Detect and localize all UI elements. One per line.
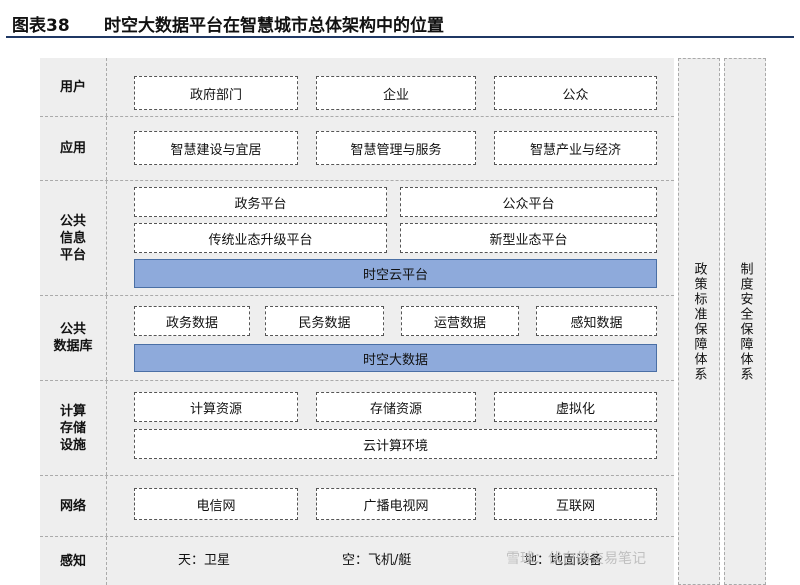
layer-compute-storage: 计算 存储 设施 计算资源 存储资源 虚拟化 云计算环境 [40,381,674,476]
box-government: 政府部门 [134,76,298,110]
layer-public-info-platform: 公共 信息 平台 政务平台 公众平台 传统业态升级平台 新型业态平台 时空云平台 [40,181,674,296]
layer-user: 用户 政府部门 企业 公众 [40,58,674,117]
box-sensing-data: 感知数据 [536,306,657,336]
header-rule [6,36,794,38]
layer-label-network: 网络 [40,476,107,536]
box-gov-platform: 政务平台 [134,187,387,217]
side-panel-policy-label: 政策标准保障体系 [691,261,707,382]
box-internet: 互联网 [494,488,657,520]
layer-label-compute: 计算 存储 设施 [40,381,107,475]
box-traditional-upgrade-platform: 传统业态升级平台 [134,223,387,253]
box-smart-construction: 智慧建设与宜居 [134,131,298,165]
side-panel-security-label: 制度安全保障体系 [737,261,753,382]
layer-network: 网络 电信网 广播电视网 互联网 [40,476,674,537]
bar-spatiotemporal-big-data: 时空大数据 [134,344,657,372]
box-smart-management: 智慧管理与服务 [316,131,476,165]
layer-label-platform: 公共 信息 平台 [40,181,107,295]
layer-public-database: 公共 数据库 政务数据 民务数据 运营数据 感知数据 时空大数据 [40,296,674,381]
figure-header: 图表38 时空大数据平台在智慧城市总体架构中的位置 [6,4,794,38]
box-operation-data: 运营数据 [401,306,519,336]
side-panel-policy-standards: 政策标准保障体系 [678,58,720,585]
layer-label-user: 用户 [40,58,107,116]
layer-label-database: 公共 数据库 [40,296,107,380]
sensing-air: 空：飞机/艇 [342,553,412,568]
layer-application: 应用 智慧建设与宜居 智慧管理与服务 智慧产业与经济 [40,117,674,181]
box-public: 公众 [494,76,657,110]
side-panel-institutional-security: 制度安全保障体系 [724,58,766,585]
box-civil-data: 民务数据 [265,306,384,336]
layer-label-sensing: 感知 [40,537,107,585]
figure-label: 图表38 [12,16,70,36]
sensing-ground: 地：地面设备 [524,553,603,568]
figure-title: 时空大数据平台在智慧城市总体架构中的位置 [104,16,444,36]
box-telecom-network: 电信网 [134,488,298,520]
box-smart-industry: 智慧产业与经济 [494,131,657,165]
architecture-diagram: 用户 政府部门 企业 公众 应用 智慧建设与宜居 智慧管理与服务 智慧产业与经济… [40,58,674,585]
box-broadcast-network: 广播电视网 [316,488,476,520]
box-compute-resources: 计算资源 [134,392,298,422]
box-storage-resources: 存储资源 [316,392,476,422]
box-public-platform: 公众平台 [400,187,657,217]
box-gov-data: 政务数据 [134,306,250,336]
bar-spatiotemporal-cloud-platform: 时空云平台 [134,259,657,288]
box-enterprise: 企业 [316,76,476,110]
box-cloud-environment: 云计算环境 [134,429,657,459]
watermark: 雪球：伏白的交易笔记 [506,551,646,567]
sensing-sky: 天：卫星 [178,553,231,568]
box-new-business-platform: 新型业态平台 [400,223,657,253]
box-virtualization: 虚拟化 [494,392,657,422]
layer-label-application: 应用 [40,117,107,180]
layer-sensing: 感知 天：卫星 空：飞机/艇 地：地面设备 [40,537,674,585]
